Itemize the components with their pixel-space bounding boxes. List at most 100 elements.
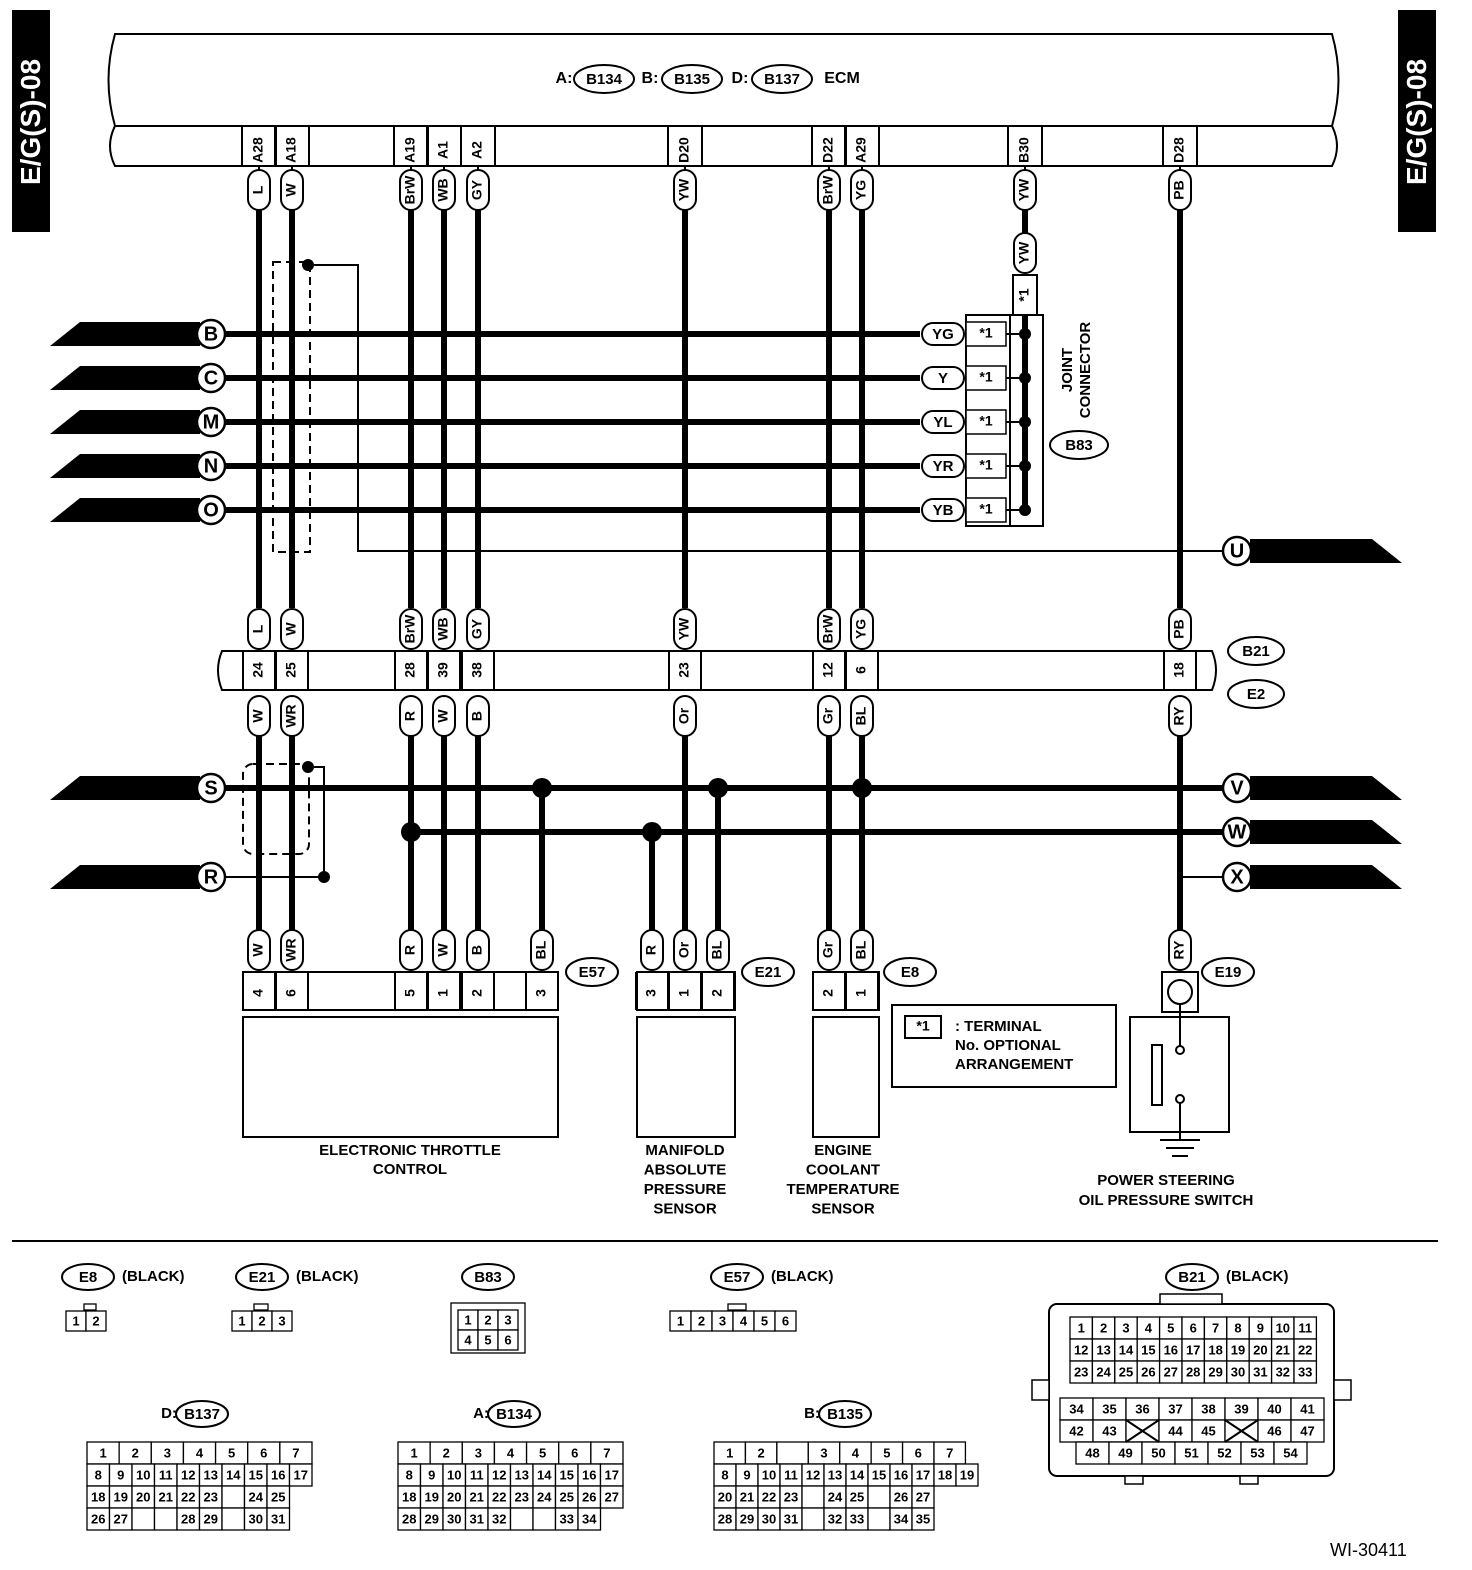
left-ref-M-arrow — [50, 410, 200, 434]
face-B137-pin-10: 10 — [136, 1467, 150, 1482]
E57-wire-2-outline — [399, 929, 423, 971]
face-B135-prefix: B: — [804, 1405, 820, 1422]
face-B135-pin-19: 19 — [960, 1467, 974, 1482]
face-B135-pin-4: 4 — [852, 1445, 860, 1460]
ecm-pin-A19: A19 — [402, 137, 418, 163]
face-B135-pin-5: 5 — [883, 1445, 890, 1460]
face-E8-key — [83, 1303, 97, 1311]
E8-name-1: COOLANT — [806, 1161, 880, 1178]
face-B135-pin-28: 28 — [718, 1511, 732, 1526]
face-B21-pin-3: 3 — [1122, 1320, 1129, 1335]
wire-color-b21-7: YG — [853, 619, 869, 639]
wire-color-b21-1-outline — [280, 608, 304, 650]
face-B135-pin-17: 17 — [916, 1467, 930, 1482]
left-ref-C-arrow — [50, 366, 200, 390]
left-ref-N-letter-circle — [195, 450, 227, 482]
b21-pin-39: 39 — [435, 662, 451, 678]
E19-contact-bottom — [1175, 1094, 1185, 1104]
face-B21-pin-23: 23 — [1074, 1364, 1088, 1379]
joint-connector-id: B83 — [1065, 437, 1093, 454]
E21-pin-3: 3 — [643, 989, 659, 997]
wire-color-b21-9-outline — [1168, 608, 1192, 650]
face-B137-id: B137 — [184, 1406, 220, 1423]
face-B21-foot-l — [1124, 1475, 1144, 1485]
left-ref-C-ref: E/G(S)-01 — [104, 367, 181, 386]
ecm-connector-prefix: D: — [732, 70, 749, 87]
ecm-pin-A28: A28 — [250, 137, 266, 163]
face-B137-prefix: D: — [161, 1405, 177, 1422]
face-B134-pin-1: 1 — [410, 1445, 417, 1460]
face-B134-pin-30: 30 — [447, 1511, 461, 1526]
wire-color-top-8: YW — [1016, 178, 1032, 201]
face-E57-color: (BLACK) — [771, 1268, 833, 1285]
right-ref-X-arrow — [1250, 865, 1402, 889]
component-id-E19: E19 — [1215, 964, 1242, 981]
face-B21-pin-20: 20 — [1253, 1342, 1267, 1357]
E8-wire-0: Gr — [820, 941, 836, 958]
E21-wire-0-outline — [640, 929, 664, 971]
face-B137-pin-21: 21 — [159, 1489, 173, 1504]
face-B83-pin-5: 5 — [484, 1332, 491, 1347]
face-B137-cell — [266, 1507, 291, 1531]
connector-B21: B21 — [1242, 643, 1270, 660]
page-tab-left: E/G(S)-08 — [12, 10, 50, 232]
face-B21-pin-53: 53 — [1250, 1445, 1264, 1460]
E57-wire-0-outline — [247, 929, 271, 971]
left-ref-N-arrow — [50, 454, 200, 478]
left-ref-N-ref: E/G(S)-06 — [104, 455, 181, 474]
ecm-pin-A2: A2 — [469, 141, 485, 159]
left-ref-B-letter: B — [204, 323, 218, 345]
wire-color-e2-5: Or — [676, 707, 692, 724]
face-B134-pin-7: 7 — [603, 1445, 610, 1460]
face-B21-pin-22: 22 — [1298, 1342, 1312, 1357]
face-B137-cell — [221, 1485, 246, 1509]
face-B21-pin-19: 19 — [1231, 1342, 1245, 1357]
face-B135-cell — [911, 1507, 935, 1531]
face-B134-pin-11: 11 — [470, 1467, 484, 1482]
face-B135-cell — [776, 1441, 809, 1465]
face-B135-pin-18: 18 — [938, 1467, 952, 1482]
connector-E2-outline — [1227, 679, 1285, 709]
left-ref-M-ref: E/G(S)-06 — [104, 411, 181, 430]
joint-mark: *1 — [979, 457, 992, 473]
legend-line-3: ARRANGEMENT — [955, 1056, 1073, 1073]
E8-name-3: SENSOR — [811, 1200, 875, 1217]
E21-connector-strip — [636, 971, 736, 1011]
face-B21-pin-17: 17 — [1186, 1342, 1200, 1357]
face-B21-pin-44: 44 — [1168, 1423, 1183, 1438]
joint-mark: *1 — [979, 413, 992, 429]
ecm-connector-B135: B135 — [674, 71, 710, 88]
face-B21-cell — [1273, 1441, 1308, 1465]
face-B21-pin-34: 34 — [1069, 1401, 1084, 1416]
face-B135-pin-14: 14 — [850, 1467, 865, 1482]
ecm-box — [107, 33, 1340, 127]
face-B21-pin-10: 10 — [1276, 1320, 1290, 1335]
wire-color-b21-3-outline — [432, 608, 456, 650]
face-B21-pin-13: 13 — [1096, 1342, 1110, 1357]
E57-wire-5: BL — [533, 940, 549, 959]
ecm-pin-B30: B30 — [1016, 137, 1032, 163]
wire-color-b21-6-outline — [817, 608, 841, 650]
component-id-E8: E8 — [901, 964, 919, 981]
face-B21-pin-7: 7 — [1212, 1320, 1219, 1335]
b21-pin-12: 12 — [820, 662, 836, 678]
face-B83-pin-2: 2 — [484, 1312, 491, 1327]
E19-name-2: OIL PRESSURE SWITCH — [1079, 1192, 1254, 1209]
face-B135-id-outline — [818, 1400, 872, 1428]
face-B137-pin-27: 27 — [114, 1511, 128, 1526]
face-B21-latch-r — [1333, 1379, 1352, 1401]
face-B134-pin-29: 29 — [425, 1511, 439, 1526]
left-ref-C-letter-circle — [195, 362, 227, 394]
face-E21-key — [253, 1303, 269, 1311]
face-B21-pin-8: 8 — [1234, 1320, 1241, 1335]
joint-mark: *1 — [979, 501, 992, 517]
face-B21-pin-51: 51 — [1184, 1445, 1198, 1460]
face-B135-pin-32: 32 — [828, 1511, 842, 1526]
face-B134-pin-17: 17 — [605, 1467, 619, 1482]
wire-color-e2-3: W — [435, 709, 451, 723]
face-B134-prefix: A: — [473, 1405, 489, 1422]
E57-name-2: CONTROL — [373, 1161, 447, 1178]
left-ref-O-letter: O — [203, 499, 219, 521]
E57-wire-3: W — [435, 943, 451, 957]
